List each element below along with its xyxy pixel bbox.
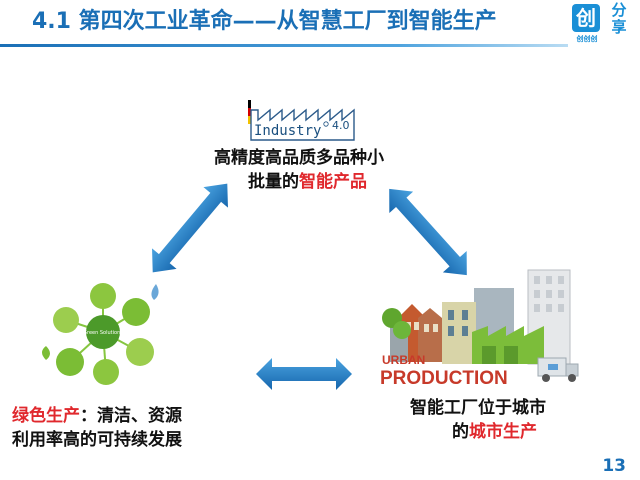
top-line-1: 高精度高品质多品种小 bbox=[214, 148, 384, 168]
page-number: 13 bbox=[602, 456, 626, 476]
top-highlight: 智能产品 bbox=[299, 172, 367, 192]
top-description: 高精度高品质多品种小 批量的智能产品 bbox=[214, 146, 384, 194]
left-double-arrow bbox=[152, 183, 228, 273]
slide-title: 4.1 第四次工业革命——从智慧工厂到智能生产 bbox=[32, 9, 497, 34]
top-line-2-prefix: 批量的 bbox=[248, 172, 299, 192]
right-highlight: 城市生产 bbox=[469, 422, 537, 442]
green-center-label: Green Solutions bbox=[83, 330, 123, 336]
left-highlight: 绿色生产 bbox=[12, 406, 80, 426]
brand-logo: 创 分 享 创创创 bbox=[570, 2, 636, 46]
industry-word: Industry bbox=[254, 123, 321, 139]
right-description: 智能工厂位于城市 的城市生产 bbox=[410, 396, 546, 444]
green-solutions-diagram: Green Solutions bbox=[42, 283, 159, 385]
left-description: 绿色生产：清洁、资源 利用率高的可持续发展 bbox=[12, 404, 182, 452]
production-word: PRODUCTION bbox=[380, 368, 508, 389]
left-line-1: 绿色生产：清洁、资源 bbox=[12, 404, 182, 428]
left-line-2: 利用率高的可持续发展 bbox=[12, 430, 182, 450]
logo-text-1: 分 bbox=[611, 1, 627, 19]
bottom-double-arrow bbox=[256, 358, 352, 390]
top-line-2: 批量的智能产品 bbox=[214, 170, 384, 194]
logo-text: 分 享 bbox=[604, 2, 634, 36]
right-line-1: 智能工厂位于城市 bbox=[410, 398, 546, 418]
logo-char: 创 bbox=[572, 4, 600, 32]
industry-4-logo: Industry 4.0 bbox=[248, 100, 355, 141]
urban-word: URBAN bbox=[382, 353, 425, 367]
right-double-arrow bbox=[389, 188, 467, 276]
industry-version: 4.0 bbox=[332, 119, 350, 132]
right-line-2: 的城市生产 bbox=[410, 420, 546, 444]
logo-text-2: 享 bbox=[611, 18, 627, 36]
right-line-2-prefix: 的 bbox=[452, 422, 469, 442]
logo-subtext: 创创创 bbox=[576, 35, 598, 43]
title-divider bbox=[0, 44, 568, 47]
urban-production-illustration: URBAN PRODUCTION bbox=[380, 269, 579, 389]
left-line-1-rest: ：清洁、资源 bbox=[80, 406, 182, 426]
